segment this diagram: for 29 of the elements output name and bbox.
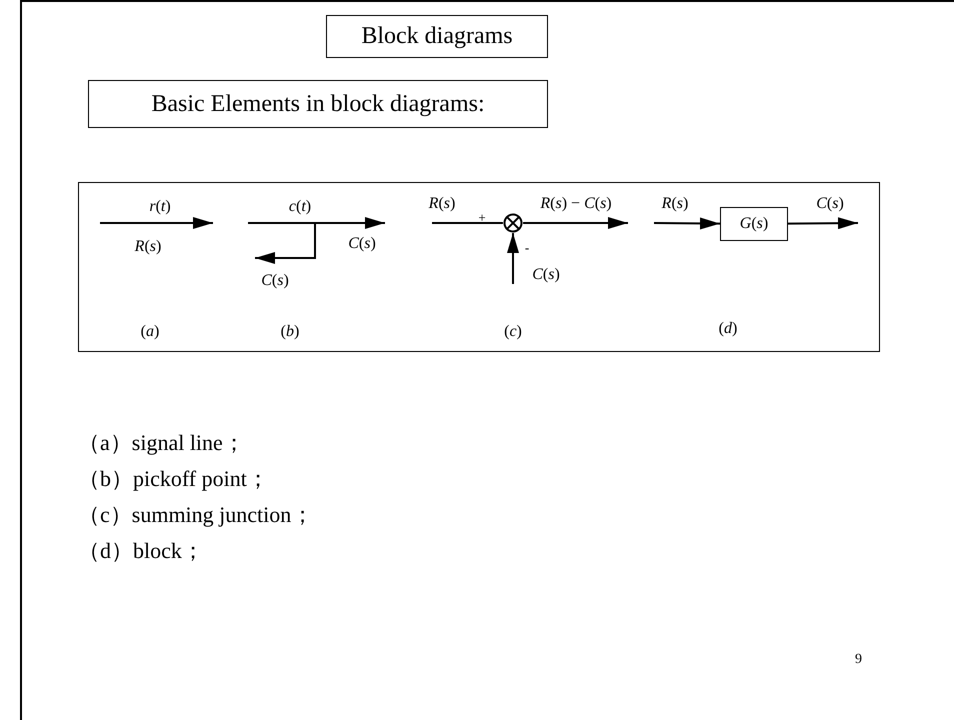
list-item: （a）signal line； [78, 429, 245, 457]
transfer-function-block: G(s) [720, 207, 788, 241]
signal-arrow [788, 217, 858, 230]
panel-caption: (a) [140, 323, 160, 341]
summing-junction-symbol [503, 213, 523, 233]
panel-caption: (b) [280, 323, 300, 341]
sign-label: + [478, 210, 486, 226]
signal-arrow [654, 217, 720, 230]
panel-caption: (c) [504, 323, 522, 341]
sign-label: - [524, 240, 530, 256]
signal-label: r(t) [149, 198, 171, 216]
list-item: （c）summing junction； [78, 501, 314, 529]
heading-box: Basic Elements in block diagrams: [88, 80, 548, 128]
signal-label: R(s) [660, 195, 690, 213]
signal-label: C(s) [348, 235, 376, 253]
signal-label: c(t) [288, 198, 312, 216]
signal-label: C(s) [531, 266, 561, 284]
signal-label: R(s) [428, 195, 456, 213]
signal-label: R(s) [134, 238, 162, 256]
panel-caption: (d) [718, 320, 738, 338]
signal-label: R(s) − C(s) [539, 195, 613, 213]
list-item: （b）pickoff point； [78, 465, 269, 493]
page-number: 9 [855, 652, 862, 668]
signal-arrow [523, 217, 628, 229]
list-item: （d）block； [78, 537, 204, 565]
title-box: Block diagrams [326, 15, 548, 58]
signal-arrow [507, 233, 519, 284]
signal-label: C(s) [261, 272, 289, 290]
signal-label: C(s) [815, 195, 845, 213]
